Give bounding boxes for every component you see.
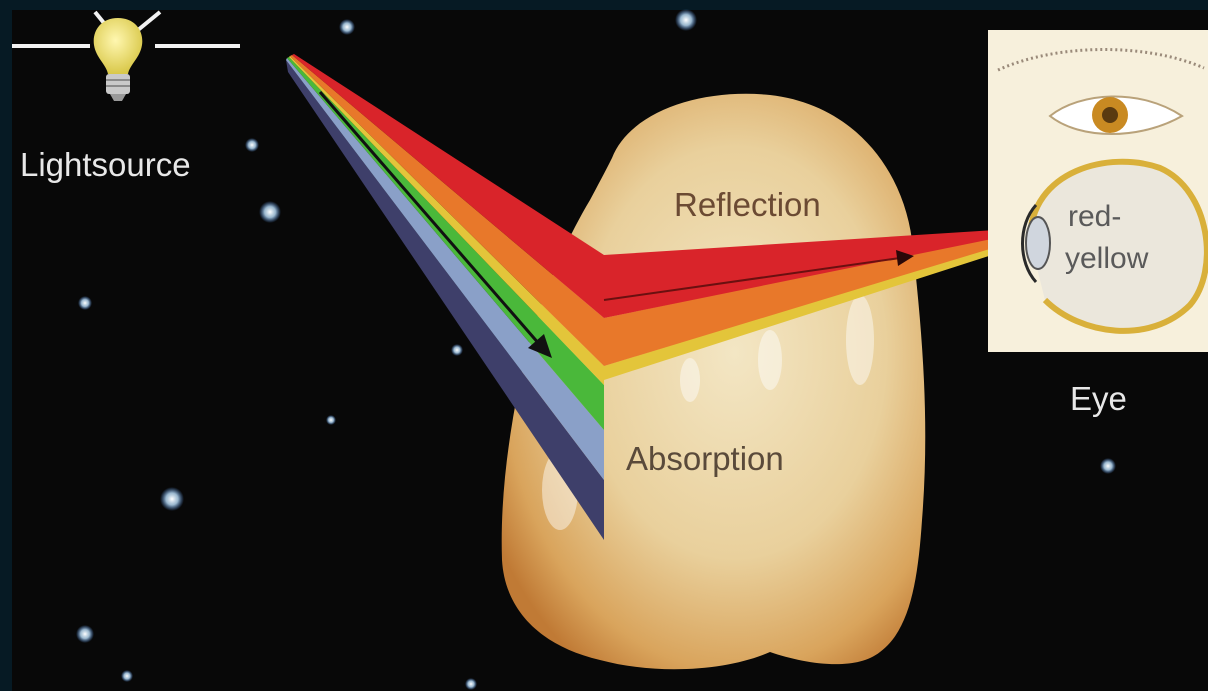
star (675, 9, 697, 31)
star (1100, 458, 1116, 474)
eye-label: Eye (1070, 380, 1127, 417)
light-source-label: Lightsource (20, 146, 191, 183)
star (245, 138, 259, 152)
star (259, 201, 281, 223)
star (465, 678, 477, 690)
star (78, 296, 92, 310)
absorption-label: Absorption (626, 440, 784, 477)
perceived-color-line1: red- (1068, 200, 1121, 233)
star (451, 344, 463, 356)
reflection-label: Reflection (674, 186, 821, 223)
star (339, 19, 355, 35)
star (121, 670, 133, 682)
star (160, 487, 184, 511)
perceived-color-line2: yellow (1065, 242, 1149, 275)
star (326, 415, 336, 425)
star (76, 625, 94, 643)
eye-icon (988, 30, 1208, 352)
